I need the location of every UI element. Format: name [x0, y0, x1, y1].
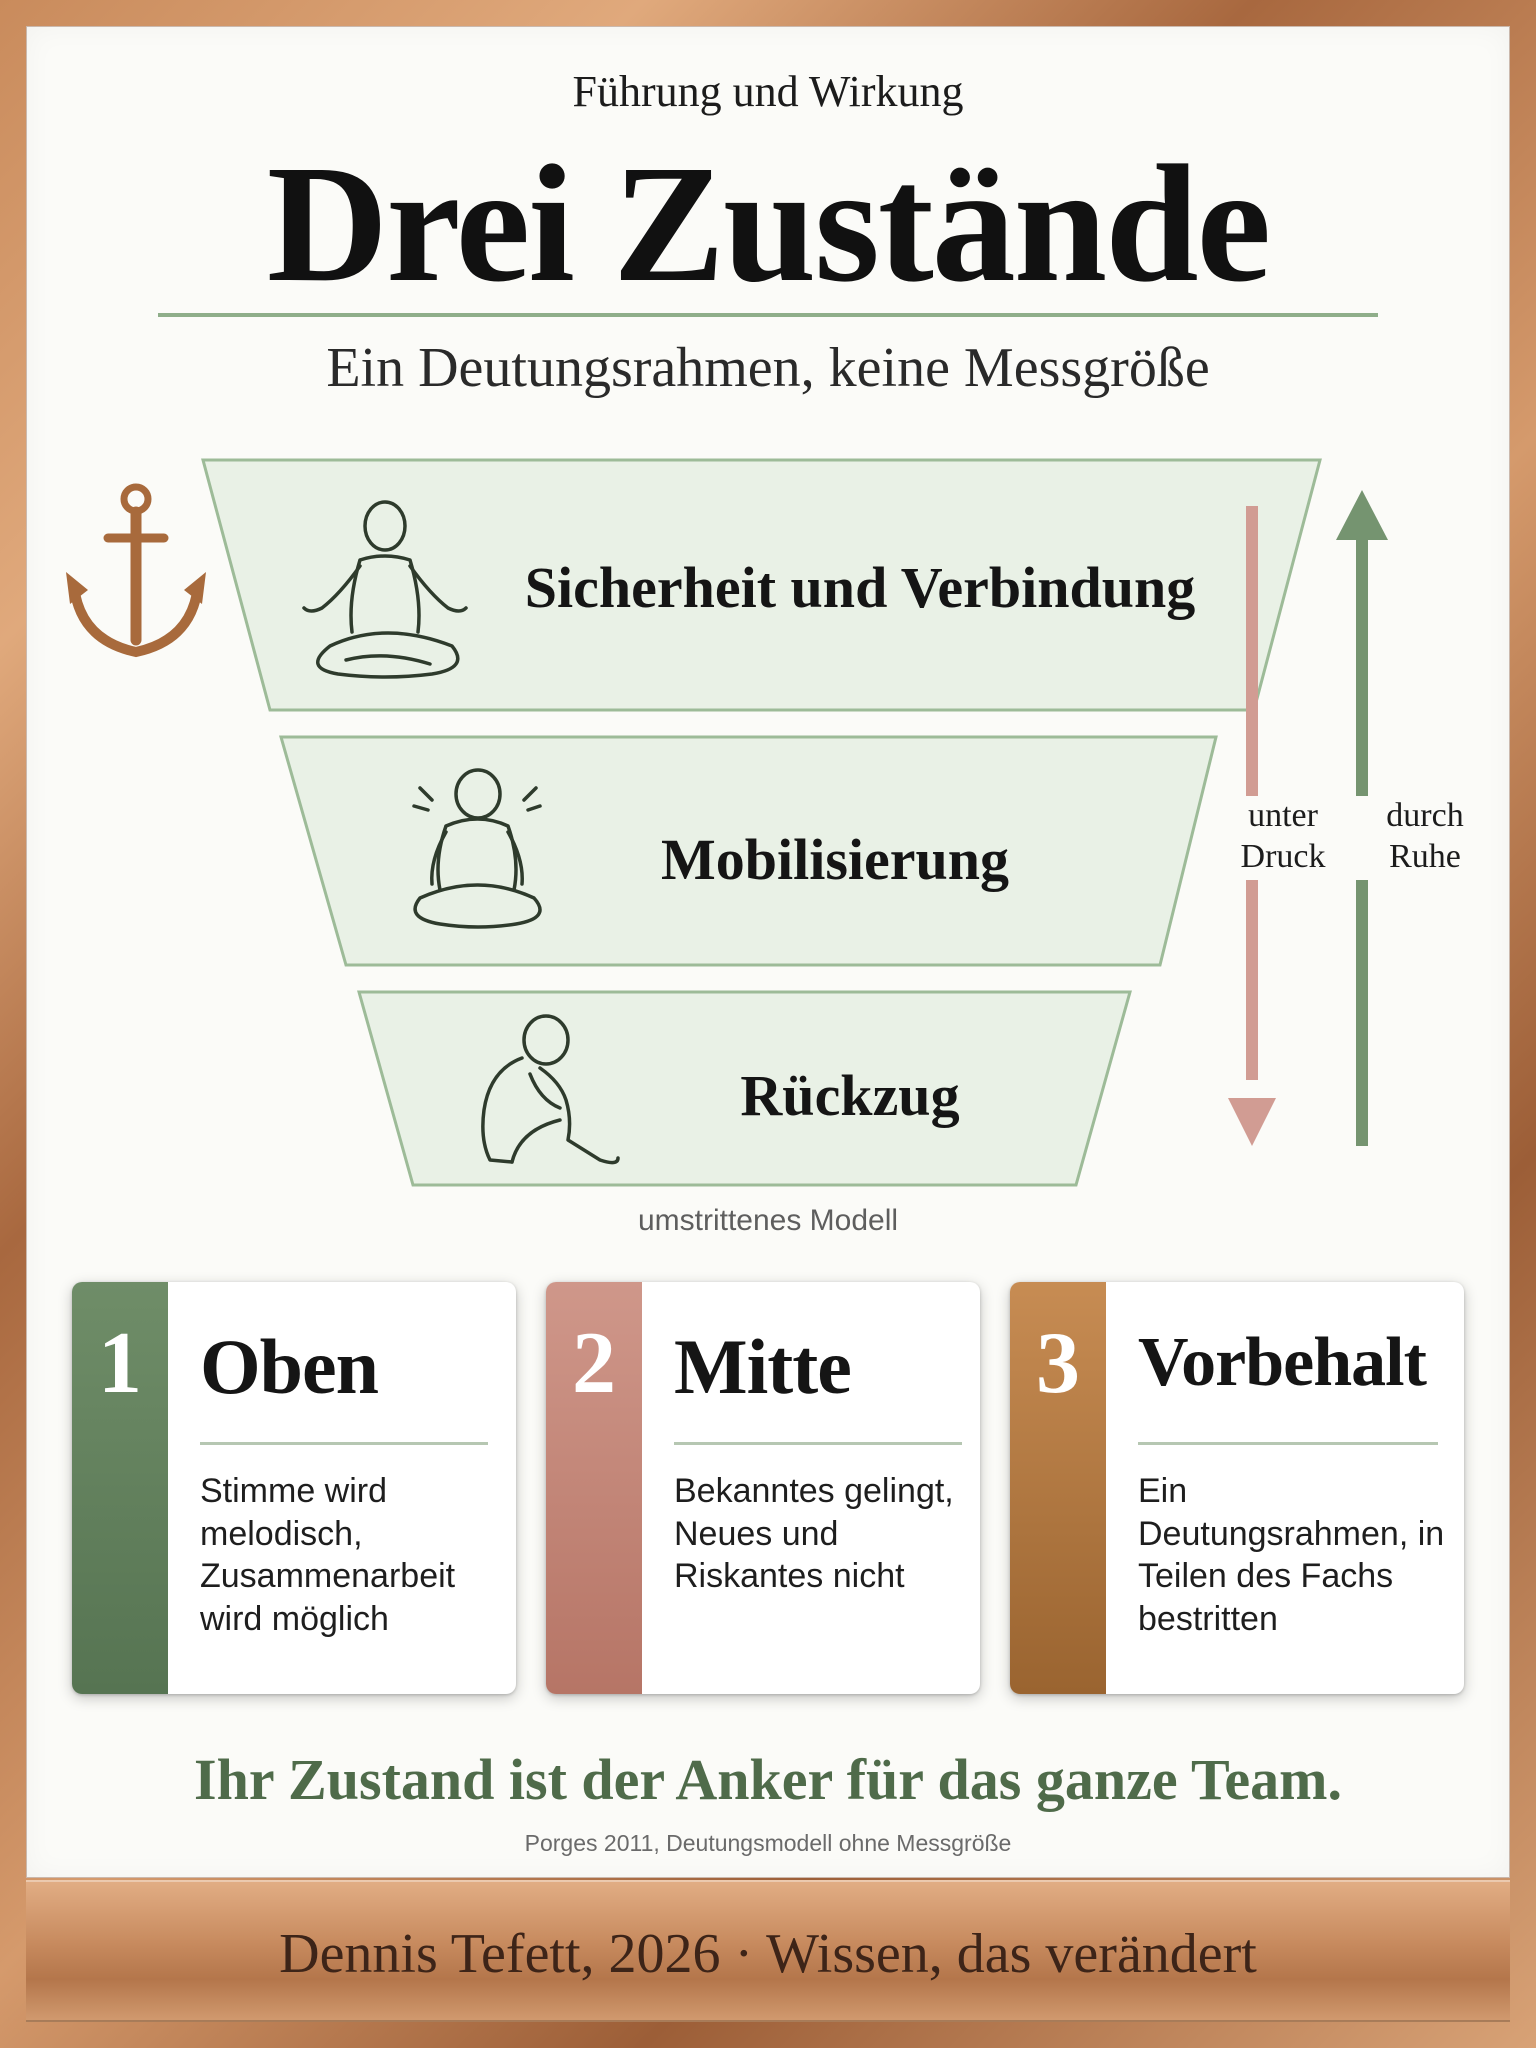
- tense-person-icon: [412, 768, 542, 929]
- arrow-down-label-line1: unter: [1248, 797, 1318, 834]
- card-number: 1: [98, 1315, 142, 1412]
- anchor-icon: [66, 483, 206, 658]
- layer-middle-shape: [279, 735, 1218, 967]
- arrow-down-icon: [1228, 506, 1276, 1146]
- card-text: Bekanntes gelingt, Neues und Riskantes n…: [674, 1472, 954, 1595]
- card-number: 2: [572, 1315, 616, 1412]
- arrow-up-label-line2: Ruhe: [1389, 837, 1461, 875]
- arrow-down-label: unter Druck: [1218, 796, 1348, 878]
- layer-bottom-shape: [357, 990, 1132, 1187]
- card-number-band: [1010, 1282, 1106, 1694]
- card-heading: Oben: [200, 1323, 379, 1410]
- card-divider: [200, 1442, 488, 1445]
- card-divider: [1138, 1442, 1438, 1445]
- card-number-band: [72, 1282, 168, 1694]
- card-vorbehalt: 3 Vorbehalt Ein Deutungsrahmen, in Teile…: [1010, 1282, 1464, 1694]
- arrow-down-label-line2: Druck: [1240, 837, 1326, 875]
- layer-label-bottom: Rückzug: [740, 1063, 960, 1128]
- tagline: Ihr Zustand ist der Anker für das ganze …: [194, 1747, 1342, 1812]
- meditating-person-icon: [302, 500, 468, 679]
- card-mitte: 2 Mitte Bekanntes gelingt, Neues und Ris…: [546, 1282, 980, 1694]
- kicker: Führung und Wirkung: [572, 67, 964, 116]
- page-title: Drei Zustände: [266, 131, 1271, 317]
- card-number-band: [546, 1282, 642, 1694]
- layer-label-top: Sicherheit und Verbindung: [524, 555, 1196, 620]
- title-divider: [158, 313, 1378, 317]
- card-divider: [674, 1442, 962, 1445]
- page-subtitle: Ein Deutungsrahmen, keine Messgröße: [326, 337, 1210, 399]
- card-oben: 1 Oben Stimme wird melodisch, Zusammenar…: [72, 1282, 516, 1694]
- footer-plate: [26, 1880, 1510, 2022]
- layer-label-middle: Mobilisierung: [660, 827, 1010, 892]
- footer-credit: Dennis Tefett, 2026 · Wissen, das veränd…: [279, 1923, 1257, 1985]
- card-number: 3: [1036, 1315, 1080, 1412]
- state-funnel: [66, 458, 1388, 1187]
- arrow-up-label-line1: durch: [1386, 797, 1464, 834]
- arrow-up-icon: [1336, 490, 1388, 1146]
- card-text: Stimme wird melodisch, Zusammenarbeit wi…: [200, 1472, 456, 1638]
- card-heading: Vorbehalt: [1138, 1324, 1427, 1401]
- arrow-up-label: durch Ruhe: [1360, 796, 1490, 878]
- model-note: umstrittenes Modell: [637, 1204, 899, 1237]
- source-note: Porges 2011, Deutungsmodell ohne Messgrö…: [524, 1830, 1012, 1856]
- card-heading: Mitte: [674, 1323, 852, 1410]
- card-text: Ein Deutungsrahmen, in Teilen des Fachs …: [1138, 1472, 1445, 1638]
- withdrawn-person-icon: [481, 1014, 620, 1165]
